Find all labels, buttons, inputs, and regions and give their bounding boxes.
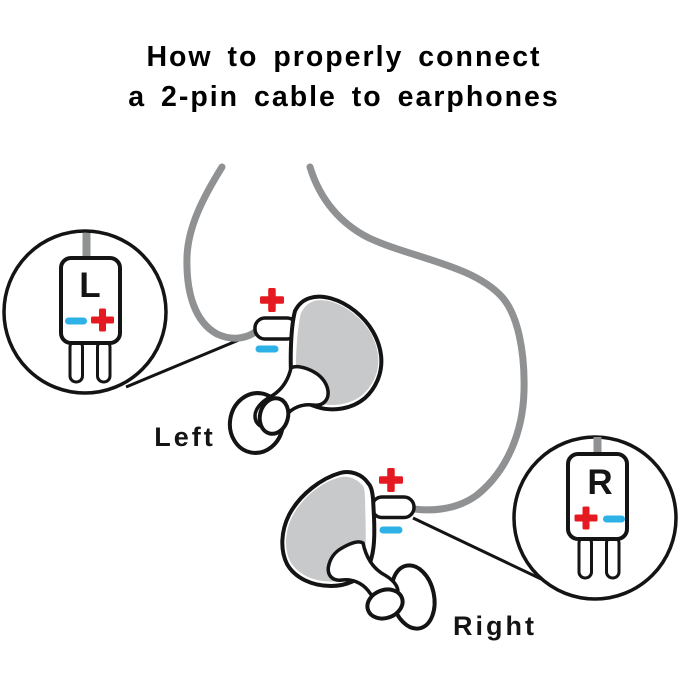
right-connector-pin-1 <box>577 535 593 580</box>
right-earphone-plus-icon <box>379 468 403 492</box>
left-connector-plus-icon <box>91 308 114 332</box>
right-earphone-socket <box>370 495 416 520</box>
left-earphone <box>227 288 384 455</box>
left-earphone-minus-icon <box>255 345 279 353</box>
left-connector-pin-1 <box>68 339 84 384</box>
diagram-title: How to properly connect a 2-pin cable to… <box>0 37 688 117</box>
left-earphone-label: Left <box>154 422 216 452</box>
right-connector-minus-icon <box>603 515 625 523</box>
right-connector-label: R <box>587 463 612 502</box>
right-earphone <box>280 468 437 631</box>
right-connector-pin-2 <box>605 535 621 580</box>
right-cable <box>306 163 528 514</box>
left-earphone-plus-icon <box>260 288 284 312</box>
right-eartip-inner-ring <box>365 587 405 621</box>
left-callout-leader-line <box>125 335 247 389</box>
right-callout-leader-line <box>412 516 561 590</box>
left-connector-callout: L <box>2 229 168 395</box>
right-connector-plus-icon <box>574 506 598 530</box>
right-earphone-nozzle <box>326 540 400 606</box>
left-connector-minus-icon <box>65 317 87 325</box>
left-connector-label: L <box>79 266 100 305</box>
left-cable <box>183 163 262 342</box>
title-line-1: How to properly connect <box>146 41 542 73</box>
title-line-2: a 2-pin cable to earphones <box>128 81 560 113</box>
right-earphone-minus-icon <box>379 526 403 534</box>
left-eartip-inner-ring <box>257 396 291 436</box>
right-connector-callout: R <box>512 435 678 601</box>
right-earphone-label: Right <box>453 611 537 641</box>
left-connector-pin-2 <box>96 339 112 384</box>
